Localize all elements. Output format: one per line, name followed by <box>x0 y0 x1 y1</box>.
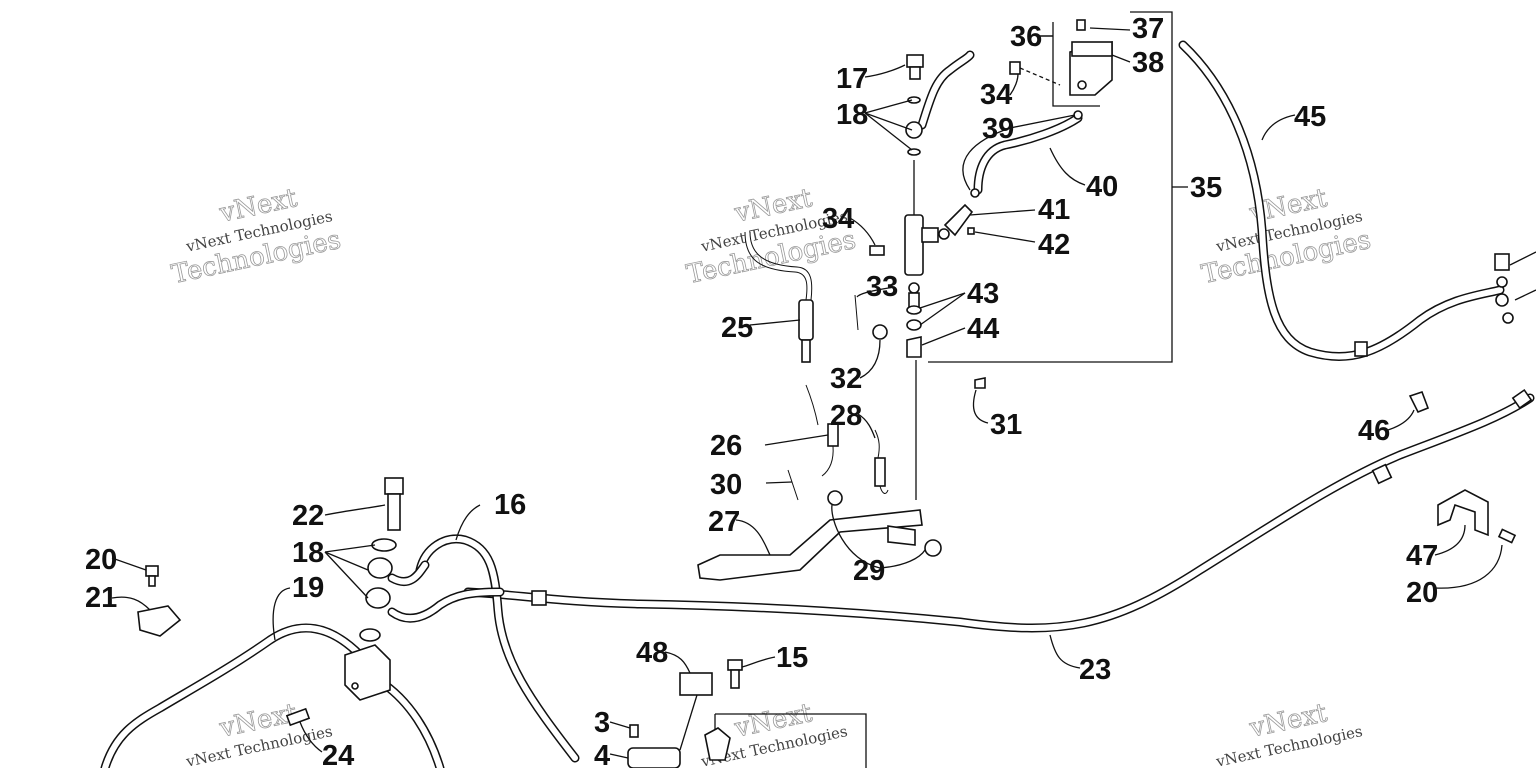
callout-42: 42 <box>1038 229 1070 261</box>
callout-37: 37 <box>1132 13 1164 45</box>
screw-3 <box>629 724 639 738</box>
hose-40 <box>973 113 1083 195</box>
callout-30: 30 <box>710 469 742 501</box>
clamp-39-bottom <box>970 188 980 198</box>
pin-33 <box>854 294 859 331</box>
callout-22: 22 <box>292 500 324 532</box>
callout-19: 19 <box>292 572 324 604</box>
callout-21: 21 <box>85 582 117 614</box>
callout-25: 25 <box>721 312 753 344</box>
bolt-15 <box>727 659 743 689</box>
callout-15: 15 <box>776 642 808 674</box>
master-cylinder <box>904 160 939 500</box>
screw-42 <box>967 227 975 235</box>
callout-47: 47 <box>1406 540 1438 572</box>
clamp-center <box>704 727 731 761</box>
callout-20-right: 20 <box>1406 577 1438 609</box>
right-fittings <box>1494 251 1536 324</box>
callout-34-lower: 34 <box>822 203 854 235</box>
bolt-34-top <box>1009 61 1061 86</box>
pad-4 <box>627 747 681 768</box>
callout-23: 23 <box>1079 654 1111 686</box>
watermark-1: vNext vNext Technologies Technologies <box>169 183 344 291</box>
callout-32: 32 <box>830 363 862 395</box>
callout-40: 40 <box>1086 171 1118 203</box>
callout-4: 4 <box>594 740 610 768</box>
callout-27: 27 <box>708 506 740 538</box>
bolt-20-right <box>1497 528 1517 544</box>
callout-36: 36 <box>1010 21 1042 53</box>
callout-39: 39 <box>982 113 1014 145</box>
callout-3: 3 <box>594 707 610 739</box>
reservoir-38 <box>1069 19 1113 96</box>
hose-16 <box>415 534 580 763</box>
clip-46 <box>1408 390 1430 414</box>
callout-16: 16 <box>494 489 526 521</box>
part-43a <box>906 305 922 315</box>
clamp-21 <box>137 605 182 637</box>
clevis-44 <box>906 336 922 358</box>
callout-31: 31 <box>990 409 1022 441</box>
bolt-34-lower <box>869 245 885 256</box>
bolt-24 <box>285 707 311 727</box>
bolt-20-left <box>145 565 159 587</box>
callout-41: 41 <box>1038 194 1070 226</box>
watermark-4: vNext vNext Technologies <box>184 698 334 768</box>
callout-18-lower: 18 <box>292 537 324 569</box>
bracket-47 <box>1437 489 1489 537</box>
banjo-bolt-17 <box>905 54 924 156</box>
leader-lines <box>111 27 1503 759</box>
callout-20-left: 20 <box>85 544 117 576</box>
washer-32 <box>872 324 888 340</box>
callout-29: 29 <box>853 555 885 587</box>
callout-45: 45 <box>1294 101 1326 133</box>
fitting-18-lower <box>359 477 404 642</box>
callout-35: 35 <box>1190 172 1222 204</box>
callout-33: 33 <box>866 271 898 303</box>
hose-45 <box>1178 40 1505 362</box>
callout-28: 28 <box>830 400 862 432</box>
clip-31 <box>974 377 986 389</box>
label-48 <box>679 672 713 696</box>
watermark-6: vNext vNext Technologies <box>1214 698 1364 768</box>
clamp-39-top <box>1073 110 1083 120</box>
callout-26: 26 <box>710 430 742 462</box>
hose-17-area <box>917 50 975 130</box>
callout-18-top: 18 <box>836 99 868 131</box>
cotter-pin-30 <box>787 469 799 501</box>
switch-41 <box>938 203 974 240</box>
spring-28 <box>874 429 889 494</box>
callout-48: 48 <box>636 637 668 669</box>
callout-24: 24 <box>322 740 354 768</box>
callout-38: 38 <box>1132 47 1164 79</box>
bottom-bracket <box>715 713 867 768</box>
callout-43: 43 <box>967 278 999 310</box>
callout-44: 44 <box>967 313 999 345</box>
callout-34-top: 34 <box>980 79 1012 111</box>
brake-pedal-27 <box>697 490 942 581</box>
group-36-bracket <box>1052 22 1100 107</box>
part-43b <box>906 319 922 331</box>
callout-17: 17 <box>836 63 868 95</box>
junction-block <box>344 644 391 701</box>
hose-18-right <box>387 560 505 623</box>
callout-46: 46 <box>1358 415 1390 447</box>
hose-23 <box>463 388 1535 633</box>
